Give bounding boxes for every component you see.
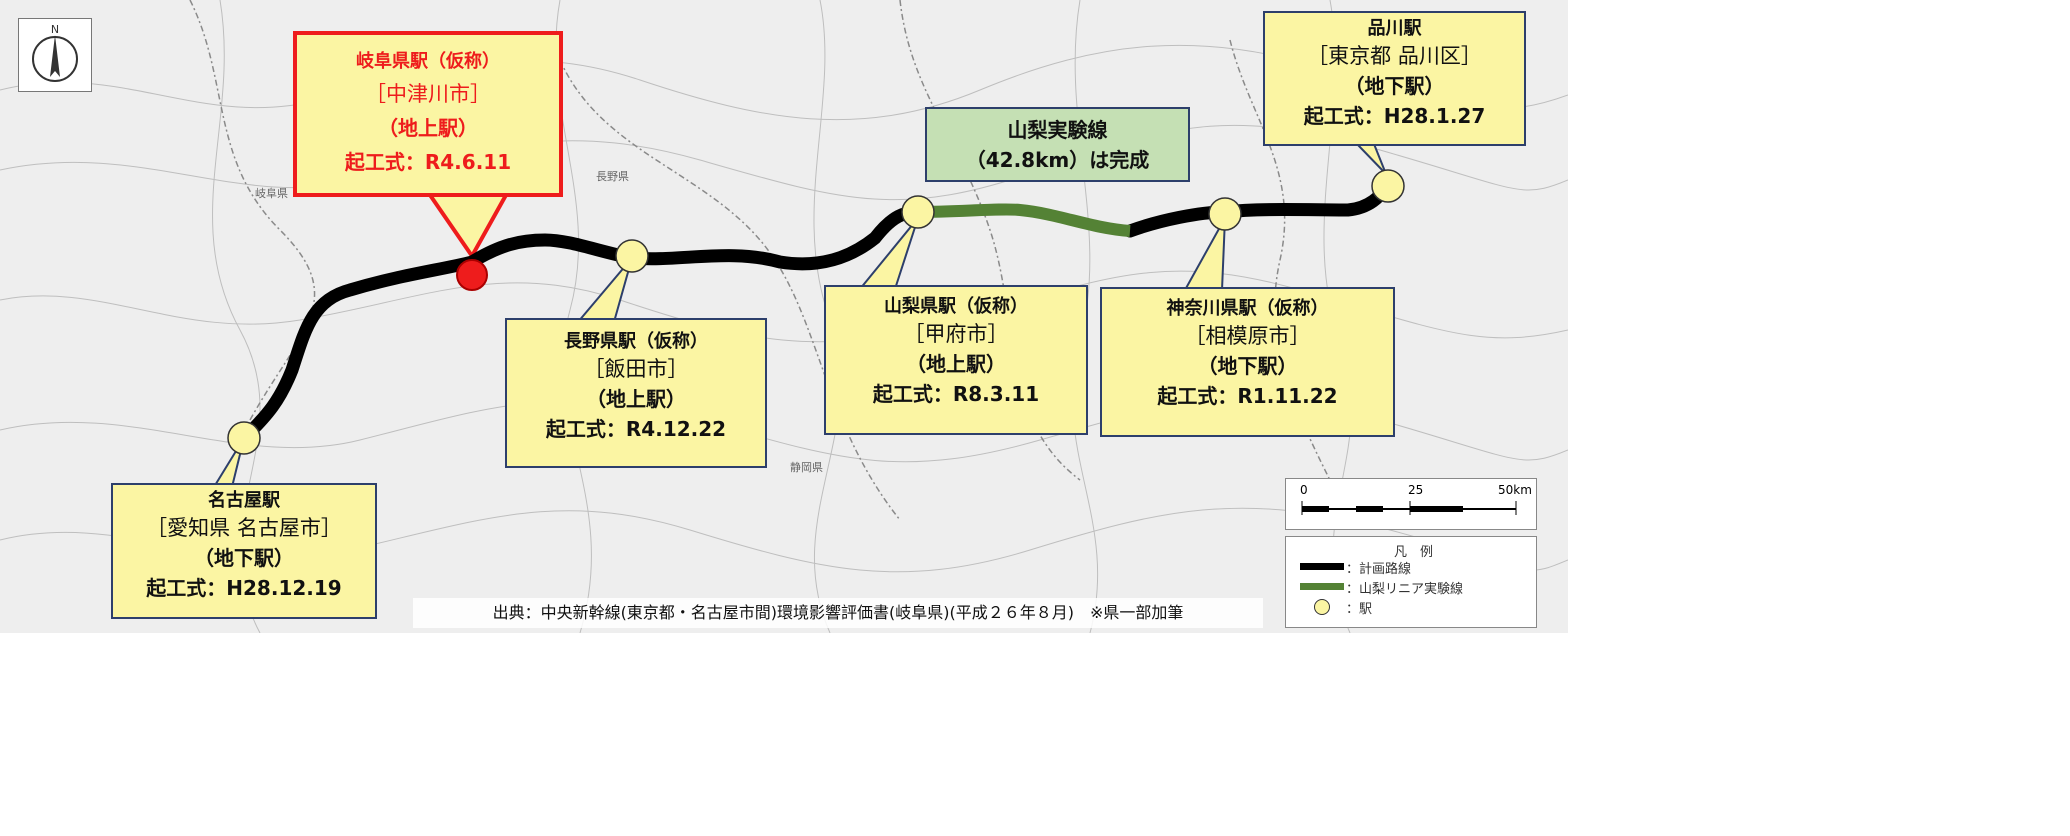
station-ceremony: 起工式：R4.12.22	[545, 417, 727, 441]
scale-tick-25: 25	[1408, 483, 1424, 497]
station-name: 岐阜県駅（仮称）	[356, 51, 500, 72]
callout-kanagawa: 神奈川県駅（仮称） ［相模原市］ （地下駅） 起工式：R1.11.22	[1100, 287, 1395, 437]
legend-title: 凡 例	[1394, 545, 1434, 560]
legend-station-swatch	[1314, 599, 1330, 615]
station-ceremony: 起工式：H28.12.19	[146, 576, 342, 600]
callout-gifu: 岐阜県駅（仮称） ［中津川市］ （地上駅） 起工式：R4.6.11	[293, 31, 563, 197]
station-city: ［相模原市］	[1184, 324, 1311, 348]
legend-route-swatch	[1300, 563, 1344, 570]
station-city: ［東京都 品川区］	[1307, 44, 1482, 68]
legend-yamanashi-maglev: ：山梨リニア実験線	[1346, 582, 1464, 597]
station-ceremony: 起工式：R4.6.11	[344, 150, 512, 174]
station-ceremony: 起工式：H28.1.27	[1303, 104, 1486, 128]
legend: 凡 例 ：計画路線 ：山梨リニア実験線 ：駅	[1285, 536, 1537, 628]
legend-station: ：駅	[1346, 602, 1373, 617]
station-city: ［愛知県 名古屋市］	[146, 516, 342, 540]
north-label: N	[51, 23, 59, 36]
shizuoka-pref-label: 静岡県	[790, 460, 823, 474]
scale-tick-50: 50km	[1498, 483, 1532, 497]
planned-route-west	[237, 205, 925, 445]
station-type: （地上駅）	[906, 352, 1006, 376]
source-citation: 出典：中央新幹線(東京都・名古屋市間)環境影響評価書(岐阜県)(平成２６年８月)…	[413, 598, 1263, 628]
station-kanagawa-marker	[1208, 197, 1242, 231]
north-arrow: N	[18, 18, 92, 92]
legend-planned-route: ：計画路線	[1346, 562, 1412, 577]
line-status: （42.8km）は完成	[965, 148, 1150, 172]
callout-nagano: 長野県駅（仮称） ［飯田市］ （地上駅） 起工式：R4.12.22	[505, 318, 767, 468]
station-gifu-marker	[456, 259, 488, 291]
station-type: （地下駅）	[1197, 354, 1298, 378]
station-city: ［飯田市］	[583, 357, 689, 381]
station-type: （地上駅）	[586, 387, 686, 411]
station-name: 名古屋駅	[208, 490, 280, 511]
station-name: 長野県駅（仮称）	[564, 331, 708, 352]
callout-yamanashi-line: 山梨実験線 （42.8km）は完成	[925, 107, 1190, 182]
line-name: 山梨実験線	[1007, 118, 1108, 142]
station-nagano-marker	[615, 239, 649, 273]
station-shinagawa-marker	[1371, 169, 1405, 203]
station-type: （地上駅）	[378, 116, 478, 140]
station-city: ［中津川市］	[365, 82, 491, 106]
station-name: 品川駅	[1367, 18, 1422, 39]
station-city: ［甲府市］	[903, 322, 1009, 346]
callout-nagoya: 名古屋駅 ［愛知県 名古屋市］ （地下駅） 起工式：H28.12.19	[111, 483, 377, 619]
station-type: （地下駅）	[1344, 74, 1445, 98]
scale-tick-0: 0	[1300, 483, 1308, 497]
gifu-pref-label: 岐阜県	[255, 187, 288, 200]
station-ceremony: 起工式：R8.3.11	[872, 382, 1040, 406]
nagano-pref-label: 長野県	[596, 170, 629, 183]
station-yamanashi-marker	[901, 195, 935, 229]
station-nagoya-marker	[227, 421, 261, 455]
yamanashi-experiment-line	[917, 203, 1131, 237]
station-name: 山梨県駅（仮称）	[884, 296, 1028, 317]
station-ceremony: 起工式：R1.11.22	[1157, 384, 1338, 408]
callout-shinagawa: 品川駅 ［東京都 品川区］ （地下駅） 起工式：H28.1.27	[1263, 11, 1526, 146]
station-name: 神奈川県駅（仮称）	[1166, 298, 1329, 319]
legend-maglev-swatch	[1300, 583, 1344, 590]
compass-icon: N	[32, 23, 78, 82]
callout-yamanashi: 山梨県駅（仮称） ［甲府市］ （地上駅） 起工式：R8.3.11	[824, 285, 1088, 435]
scale-bar: 0 25 50km	[1285, 478, 1537, 530]
route-map: 長野県 静岡県 岐阜県 N 名古屋駅 ［愛知県 名古屋市］	[0, 0, 1568, 633]
scale-bar-graphic	[1301, 501, 1517, 515]
station-type: （地下駅）	[194, 546, 294, 570]
planned-route-east	[1123, 179, 1395, 238]
